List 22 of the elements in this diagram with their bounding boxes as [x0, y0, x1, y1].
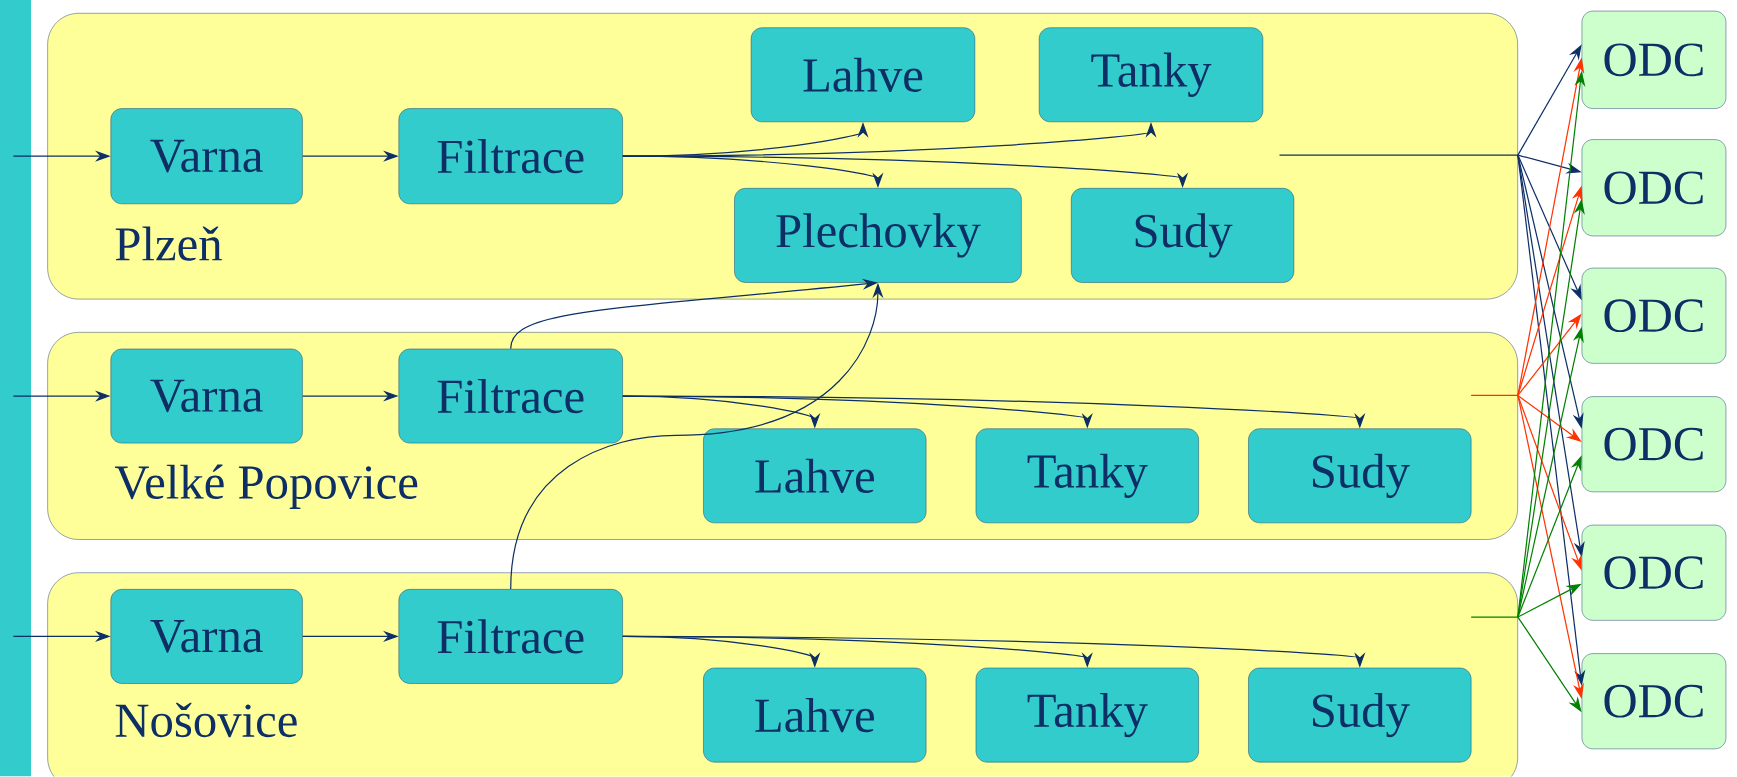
- process-box: Varna: [110, 108, 303, 205]
- process-box: Filtrace: [398, 108, 623, 205]
- destination-box: ODC: [1581, 139, 1727, 237]
- destination-box: ODC: [1581, 11, 1727, 109]
- process-box: Sudy: [1248, 668, 1472, 763]
- process-box: Lahve: [703, 668, 927, 763]
- process-box: Filtrace: [398, 348, 623, 444]
- process-box: Tanky: [975, 668, 1199, 763]
- process-box: Sudy: [1071, 188, 1295, 283]
- destination-box: ODC: [1581, 525, 1727, 621]
- process-box: Plechovky: [734, 188, 1022, 283]
- process-box: Sudy: [1248, 428, 1472, 524]
- destination-box: ODC: [1581, 268, 1727, 364]
- process-box: Lahve: [703, 428, 927, 524]
- process-box: Lahve: [750, 27, 976, 123]
- destination-box: ODC: [1581, 396, 1727, 493]
- process-box: Tanky: [1038, 27, 1264, 123]
- destination-box: ODC: [1581, 653, 1727, 750]
- process-box: Varna: [110, 348, 303, 444]
- process-box: Varna: [110, 589, 303, 684]
- process-box: Tanky: [975, 428, 1199, 524]
- process-box: Filtrace: [398, 589, 623, 684]
